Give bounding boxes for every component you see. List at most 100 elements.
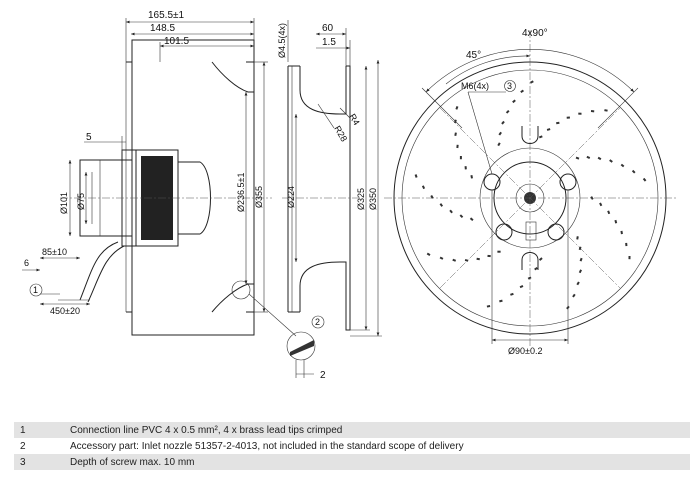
dim-5: 5 <box>86 132 92 143</box>
dim-350: Ø350 <box>368 188 378 210</box>
blade-mark <box>464 166 467 170</box>
blade-mark <box>578 112 582 115</box>
blade-mark <box>530 80 534 84</box>
note-text: Accessory part: Inlet nozzle 51357-2-401… <box>64 438 690 454</box>
blade-mark <box>501 120 505 125</box>
blade-mark <box>576 236 579 240</box>
blade-mark <box>486 305 491 308</box>
dim-85: 85±10 <box>42 247 67 257</box>
dim-90: Ø90±0.2 <box>508 346 542 356</box>
blade-mark <box>414 174 418 178</box>
blade-mark <box>519 285 524 289</box>
blade-mark <box>456 144 459 149</box>
dim-450: 450±20 <box>50 306 80 316</box>
blade-mark <box>459 214 464 219</box>
dim-holes: Ø4.5(4x) <box>277 23 287 58</box>
dim-224: Ø224 <box>286 186 296 208</box>
note-number: 3 <box>14 454 64 470</box>
blade-mark <box>449 209 453 214</box>
blade-mark <box>452 258 457 262</box>
blade-mark <box>527 276 532 280</box>
dim-355: Ø355 <box>254 186 264 208</box>
dim-angle-4x90: 4x90° <box>522 28 548 39</box>
dim-thread: M6(4x) <box>461 81 489 91</box>
blade-mark <box>578 246 582 251</box>
blade-mark <box>421 185 426 190</box>
front-view: 4x90° 45° M6(4x) 3 Ø90±0.2 <box>384 28 676 356</box>
blade-mark <box>620 230 623 235</box>
blade-mark <box>499 299 503 303</box>
dim-overall-length: 165.5±1 <box>148 10 185 21</box>
dim-6: 6 <box>24 258 29 268</box>
side-view: 165.5±1 148.5 101.5 5 Ø101 Ø75 85±10 6 4… <box>22 10 272 336</box>
blade-mark <box>609 159 613 163</box>
dim-hub-inner: Ø75 <box>76 193 86 210</box>
dim-1-5: 1.5 <box>322 37 336 48</box>
dim-236: Ø236.5±1 <box>236 173 246 212</box>
blade-mark <box>534 266 538 271</box>
note-text: Connection line PVC 4 x 0.5 mm², 4 x bra… <box>64 422 690 438</box>
blade-mark <box>505 109 510 114</box>
blade-mark <box>497 142 501 147</box>
dim-60: 60 <box>322 23 334 34</box>
blade-mark <box>520 89 524 94</box>
callout-2: 2 <box>315 317 320 327</box>
dim-101: 101.5 <box>164 36 189 47</box>
blade-mark <box>439 256 444 260</box>
dim-148: 148.5 <box>150 23 175 34</box>
blade-mark <box>575 156 580 160</box>
note-row: 1 Connection line PVC 4 x 0.5 mm², 4 x b… <box>14 422 690 438</box>
blade-mark <box>538 135 543 139</box>
note-row: 2 Accessory part: Inlet nozzle 51357-2-4… <box>14 438 690 454</box>
dim-r28: R28 <box>332 124 349 143</box>
impeller-blades <box>414 80 647 310</box>
dim-hub-outer: Ø101 <box>59 192 69 214</box>
blade-mark <box>510 292 514 296</box>
blade-mark <box>625 242 628 247</box>
blade-mark <box>628 255 631 260</box>
blade-mark <box>579 257 583 262</box>
blade-mark <box>476 257 480 261</box>
blade-mark <box>604 109 608 112</box>
blade-mark <box>620 163 625 168</box>
blade-mark <box>578 269 582 274</box>
blade-mark <box>538 257 543 261</box>
blade-mark <box>439 203 444 207</box>
blade-mark <box>546 128 551 131</box>
callout-1: 1 <box>33 285 38 295</box>
callout-3: 3 <box>507 81 512 91</box>
dim-2: 2 <box>320 370 326 381</box>
blade-mark <box>487 254 491 258</box>
blade-mark <box>590 110 595 113</box>
blade-mark <box>470 175 473 179</box>
note-text: Depth of screw max. 10 mm <box>64 454 690 470</box>
blade-mark <box>556 121 560 125</box>
dim-r4: R4 <box>347 112 361 127</box>
blade-mark <box>566 116 570 119</box>
blade-mark <box>576 281 580 286</box>
blade-mark <box>597 156 602 161</box>
nozzle-view: 60 1.5 Ø4.5(4x) R28 R4 Ø224 Ø325 Ø350 2 … <box>248 20 382 381</box>
blade-mark <box>469 217 474 221</box>
note-number: 1 <box>14 422 64 438</box>
blade-mark <box>455 106 459 110</box>
note-row: 3 Depth of screw max. 10 mm <box>14 454 690 470</box>
blade-mark <box>512 99 516 104</box>
blade-mark <box>459 155 462 160</box>
blade-mark <box>454 132 457 136</box>
blade-mark <box>631 169 636 174</box>
blade-mark <box>642 177 647 182</box>
blade-mark <box>426 252 431 256</box>
note-number: 2 <box>14 438 64 454</box>
blade-mark <box>430 195 434 199</box>
dim-325: Ø325 <box>356 188 366 210</box>
blade-mark <box>497 250 501 253</box>
blade-mark <box>590 196 594 200</box>
blade-mark <box>498 131 502 136</box>
blade-mark <box>599 202 603 207</box>
blade-mark <box>586 155 591 159</box>
blade-mark <box>572 293 576 298</box>
dim-angle-45: 45° <box>466 50 481 61</box>
notes-table: 1 Connection line PVC 4 x 0.5 mm², 4 x b… <box>14 422 690 470</box>
blade-mark <box>464 259 469 262</box>
